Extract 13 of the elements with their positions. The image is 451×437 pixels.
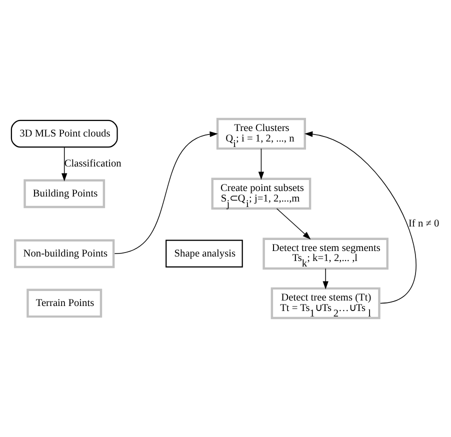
arrow (322, 268, 328, 290)
arrow (114, 131, 218, 254)
arrow (62, 146, 68, 182)
edge-label: If n ≠ 0 (408, 218, 440, 230)
node-box: Terrain Points (26, 288, 102, 318)
edge-label: Classification (64, 158, 122, 170)
arrow (258, 148, 264, 180)
arrow (304, 131, 416, 304)
node-box: Building Points (24, 179, 106, 208)
node-box: Shape analysis (166, 240, 243, 268)
arrow (276, 208, 311, 240)
node-box: 3D MLS Point clouds (10, 120, 118, 148)
node-box: Non-building Points (14, 239, 115, 268)
